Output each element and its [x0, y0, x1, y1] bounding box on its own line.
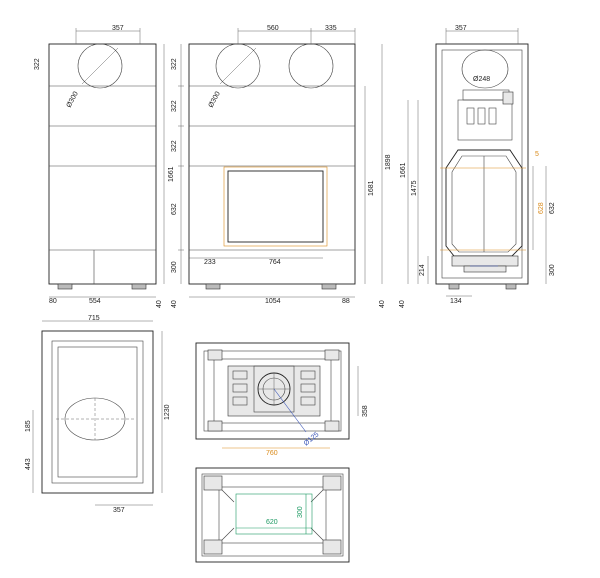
dim-front-main-width-a: 560 — [267, 25, 279, 32]
dim-front-left-height: 1661 — [168, 166, 175, 182]
front-left-body — [48, 43, 157, 285]
dim-plan-base-depth: 300 — [297, 506, 304, 518]
dim-row-1: 322 — [171, 58, 178, 70]
dim-front-left-width-top: 357 — [112, 25, 124, 32]
plan-top-outer — [41, 330, 154, 494]
dim-row-2: 322 — [171, 100, 178, 112]
flue-circle-main-right — [288, 43, 334, 89]
dim-section-small-mark: 5 — [535, 151, 539, 158]
dim-section-bottom-offset: 134 — [450, 298, 462, 305]
dim-plan-insert-width: 760 — [266, 450, 278, 457]
dim-section-diameter: Ø248 — [473, 76, 490, 83]
dim-front-main-width-b: 335 — [325, 25, 337, 32]
dim-front-left-offset: 80 — [49, 298, 57, 305]
plan-view-top: 715 1230 185 443 357 — [25, 315, 171, 514]
dim-plan-top-443: 443 — [25, 458, 32, 470]
dim-section-base: 40 — [399, 300, 406, 308]
dim-section-height-300: 300 — [549, 264, 556, 276]
section-outer-body — [435, 43, 529, 285]
fire-glass — [227, 170, 324, 243]
dim-section-height-a: 1661 — [400, 162, 407, 178]
dim-section-width-top: 357 — [455, 25, 467, 32]
dim-plan-top-185: 185 — [25, 420, 32, 432]
dim-plan-top-offset: 357 — [113, 507, 125, 514]
front-left-row-dims: 322 — [34, 58, 41, 70]
dim-plan-insert-depth: 358 — [362, 405, 369, 417]
dim-section-height-orange: 628 — [538, 202, 545, 214]
dim-section-height-632: 632 — [549, 202, 556, 214]
front-view-main: 560 335 Ø300 322 322 322 632 300 1681 18… — [171, 25, 392, 308]
section-view: 357 Ø248 1661 1475 214 40 628 632 300 — [399, 25, 556, 308]
dim-glass-width: 764 — [269, 259, 281, 266]
dim-front-main-base-left: 40 — [171, 300, 178, 308]
dim-front-left-base: 40 — [156, 300, 163, 308]
dim-row-4: 632 — [171, 203, 178, 215]
dim-front-left-width-bottom: 554 — [89, 298, 101, 305]
plan-view-insert: 358 Ø125 760 — [195, 342, 369, 457]
dim-front-main-offset-right: 88 — [342, 298, 350, 305]
dim-plan-top-width: 715 — [88, 315, 100, 322]
dim-front-main-base-right: 40 — [379, 300, 386, 308]
dim-section-height-b: 1475 — [411, 180, 418, 196]
dim-front-main-total-height: 1898 — [385, 154, 392, 170]
dim-front-main-diameter: Ø300 — [208, 90, 222, 109]
plan-base-opening — [235, 493, 313, 535]
front-main-body — [188, 43, 356, 285]
dim-front-left-diameter: Ø300 — [66, 90, 80, 109]
dim-glass-left: 233 — [204, 259, 216, 266]
front-view-left: 357 Ø300 1661 40 80 554 — [48, 25, 175, 308]
dim-front-left-row-1: 322 — [34, 58, 41, 70]
flue-circle-left — [77, 43, 123, 89]
dim-plan-top-depth: 1230 — [164, 404, 171, 420]
dim-front-main-width: 1054 — [265, 298, 281, 305]
dim-plan-base-width: 620 — [266, 519, 278, 526]
dim-section-height-214: 214 — [419, 264, 426, 276]
dim-row-3: 322 — [171, 140, 178, 152]
plan-view-base: 620 300 — [195, 467, 350, 563]
dim-front-main-inner-height: 1681 — [368, 180, 375, 196]
plan-insert-outer — [195, 342, 350, 440]
plan-base-outer — [195, 467, 350, 563]
dim-row-5: 300 — [171, 261, 178, 273]
